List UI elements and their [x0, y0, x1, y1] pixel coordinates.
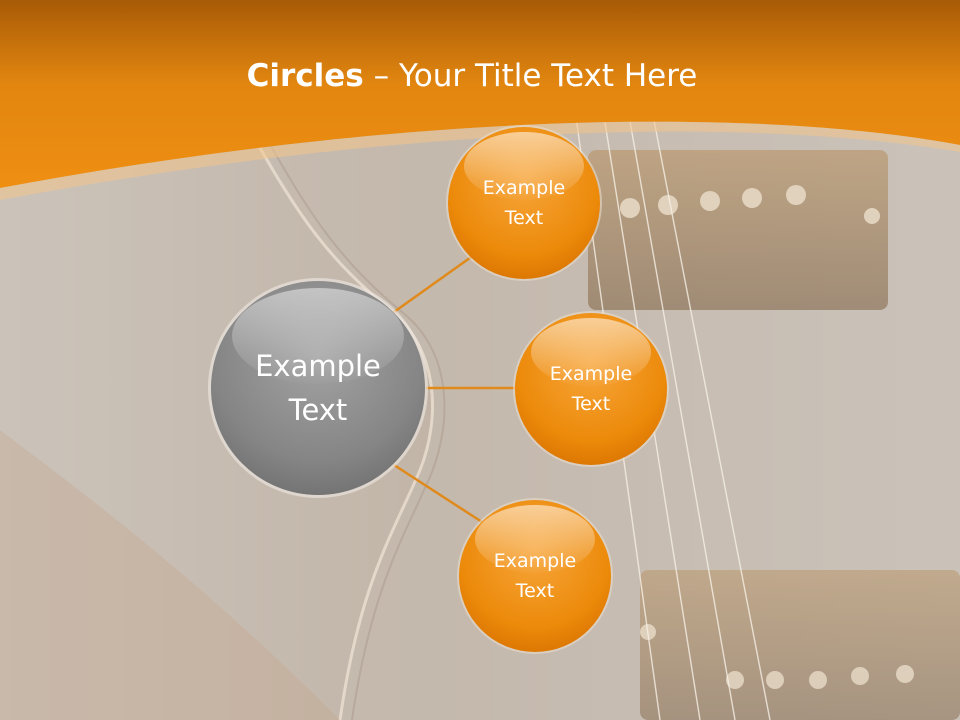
outer-circle-top [446, 125, 602, 281]
outer-circle-bottom-text: Example Text [465, 506, 605, 646]
outer-circle-middle-text: Example Text [521, 319, 661, 459]
outer-circle-top-line2: Text [504, 207, 544, 229]
title-rest: – Your Title Text Here [363, 58, 698, 94]
connector-line-top [393, 253, 475, 314]
center-circle-line2: Text [288, 393, 348, 427]
connector-line-bottom [393, 463, 483, 524]
outer-circle-middle-line1: Example [549, 363, 633, 385]
outer-circle-bottom [457, 498, 613, 654]
outer-circle-bottom-line2: Text [515, 580, 555, 602]
outer-circle-top-text: Example Text [454, 133, 594, 273]
center-circle [208, 278, 428, 498]
center-circle-text: Example Text [218, 288, 418, 488]
outer-circle-top-line1: Example [482, 177, 566, 199]
outer-circle-bottom-line1: Example [493, 550, 577, 572]
title-bold: Circles [246, 58, 364, 94]
outer-circle-middle-line2: Text [571, 393, 611, 415]
slide-title: Circles – Your Title Text Here [0, 54, 944, 98]
center-circle-line1: Example [255, 349, 381, 383]
outer-circle-middle [513, 311, 669, 467]
